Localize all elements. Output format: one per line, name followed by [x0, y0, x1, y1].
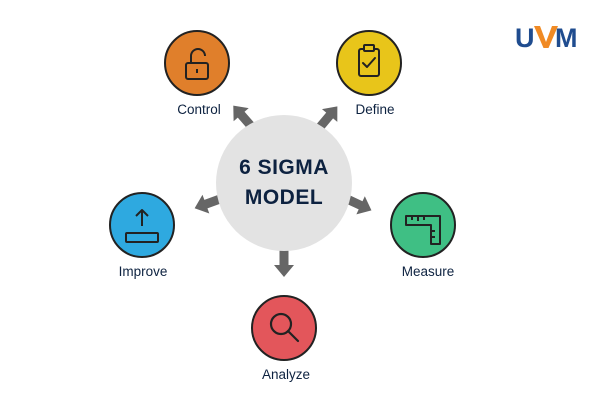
magnifying-glass-icon — [269, 312, 300, 343]
improve-label: Improve — [119, 264, 168, 279]
upload-icon — [125, 209, 159, 243]
brand-logo: U M — [515, 23, 578, 53]
logo-letter-u: U — [515, 23, 535, 53]
arrow-to-analyze — [274, 250, 294, 277]
control-node: Control — [164, 30, 230, 117]
measure-label: Measure — [402, 264, 455, 279]
center-title-line-1: 6 SIGMA — [239, 156, 329, 179]
arrow-to-define — [316, 106, 338, 130]
clipboard-check-icon — [358, 44, 380, 77]
measure-node: Measure — [390, 192, 456, 279]
center-node: 6 SIGMA MODEL — [216, 115, 352, 251]
arrow-to-measure — [345, 194, 372, 215]
connector-arrows — [194, 105, 372, 277]
logo-letter-m: M — [555, 23, 578, 53]
analyze-label: Analyze — [262, 367, 310, 382]
improve-node: Improve — [109, 192, 175, 279]
center-title-line-2: MODEL — [245, 186, 323, 209]
ruler-square-icon — [405, 215, 441, 245]
arrow-to-control — [233, 105, 255, 129]
arrow-to-improve — [194, 194, 222, 214]
define-node: Define — [336, 30, 402, 117]
unlocked-padlock-icon — [185, 48, 209, 80]
control-label: Control — [177, 102, 221, 117]
logo-v-mark — [534, 26, 558, 48]
define-label: Define — [355, 102, 394, 117]
analyze-node: Analyze — [251, 295, 317, 382]
